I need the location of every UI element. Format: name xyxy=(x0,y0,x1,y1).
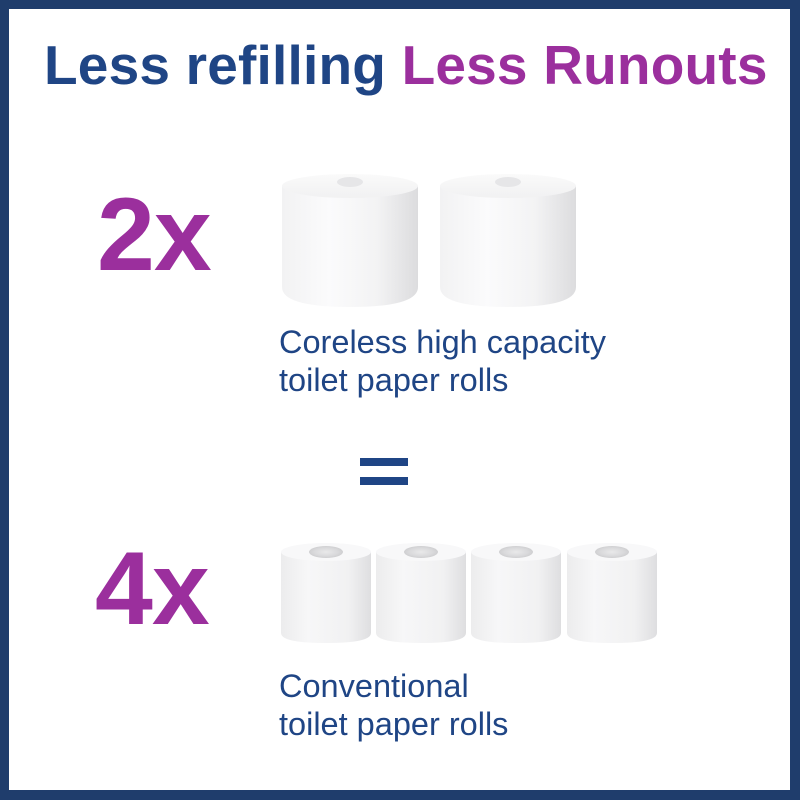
coreless-roll-icon xyxy=(440,174,576,307)
conventional-roll-icon xyxy=(567,543,657,643)
coreless-roll-icon xyxy=(282,174,418,307)
coreless-label-line1: Coreless high capacity xyxy=(279,324,606,360)
coreless-multiplier: 2x xyxy=(97,177,212,293)
conventional-description: Conventional toilet paper rolls xyxy=(279,667,508,743)
infographic-canvas: Less refilling Less Runouts 2x xyxy=(9,9,790,790)
conventional-rolls-group xyxy=(277,537,667,647)
conventional-label-line2: toilet paper rolls xyxy=(279,706,509,742)
conventional-roll-icon xyxy=(376,543,466,643)
coreless-label-line2: toilet paper rolls xyxy=(279,362,509,398)
headline: Less refilling Less Runouts xyxy=(44,38,768,93)
conventional-multiplier: 4x xyxy=(95,531,210,647)
headline-part-less-runouts: Less Runouts xyxy=(401,34,768,96)
conventional-roll-icon xyxy=(281,543,371,643)
conventional-roll-icon xyxy=(471,543,561,643)
headline-part-less-refilling: Less refilling xyxy=(44,34,387,96)
conventional-roll-images xyxy=(281,543,657,643)
conventional-label-line1: Conventional xyxy=(279,668,469,704)
coreless-rolls-group xyxy=(279,165,589,315)
coreless-roll-images xyxy=(282,174,576,307)
equals-sign-icon xyxy=(360,458,408,485)
coreless-description: Coreless high capacity toilet paper roll… xyxy=(279,323,606,399)
